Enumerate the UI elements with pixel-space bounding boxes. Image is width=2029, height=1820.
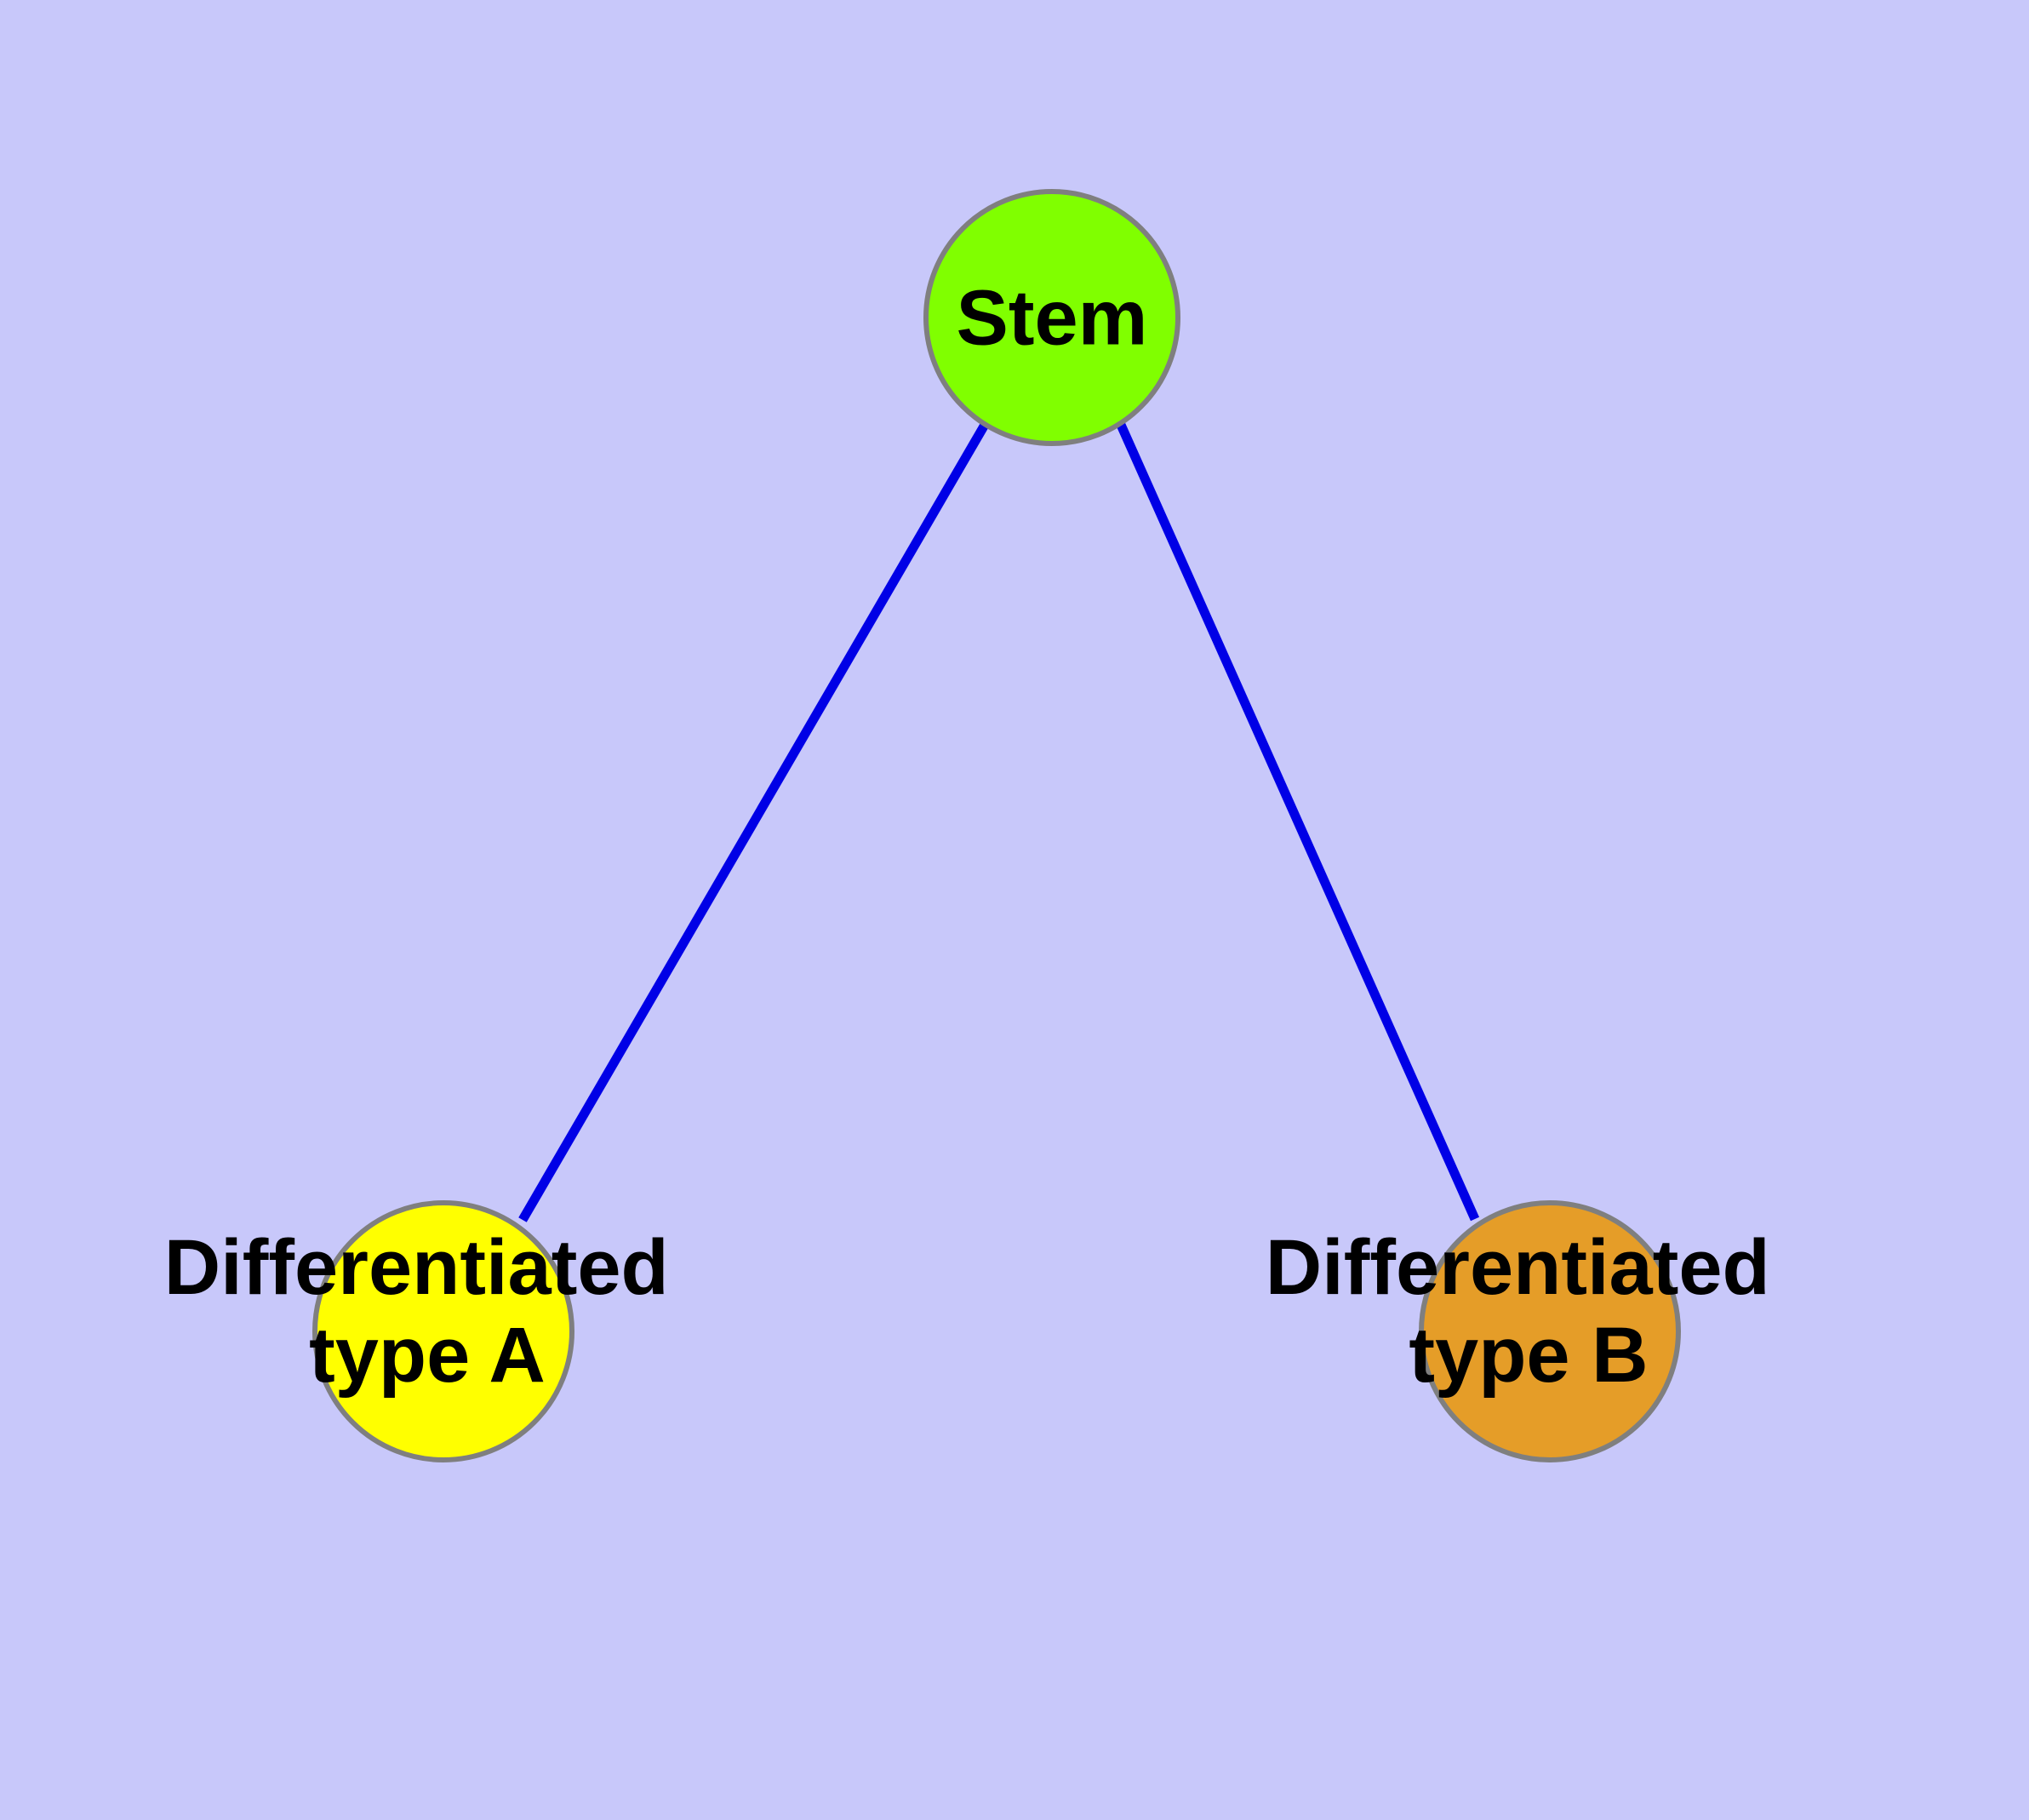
node-differentiated-type-a-label-line-2: type A — [309, 1312, 546, 1399]
node-differentiated-type-a-circle[interactable] — [312, 1200, 574, 1462]
node-differentiated-type-b-label-line-1: Differentiated — [1266, 1224, 1770, 1311]
node-layer: Stem — [312, 189, 1681, 1462]
node-differentiated-type-b-label: Differentiated type B — [1266, 1224, 1792, 1399]
node-differentiated-type-b-circle[interactable] — [1419, 1200, 1681, 1462]
node-differentiated-type-a[interactable] — [312, 1200, 574, 1462]
node-differentiated-type-a-label-line-1: Differentiated — [164, 1224, 669, 1311]
edge-layer — [518, 422, 1480, 1222]
node-stem-label: Stem — [957, 274, 1148, 361]
node-differentiated-type-a-label: Differentiated type A — [164, 1224, 691, 1399]
node-stem-circle[interactable] — [923, 189, 1180, 446]
node-label-layer: Differentiated type A Differentiated typ… — [164, 1224, 1792, 1399]
edge-stem-to-differentiated-type-b[interactable] — [1116, 422, 1480, 1222]
node-differentiated-type-b-label-line-2: type B — [1409, 1312, 1648, 1399]
node-differentiated-type-b[interactable] — [1419, 1200, 1681, 1462]
node-stem[interactable]: Stem — [923, 189, 1180, 446]
edge-stem-to-differentiated-type-a[interactable] — [518, 422, 989, 1222]
